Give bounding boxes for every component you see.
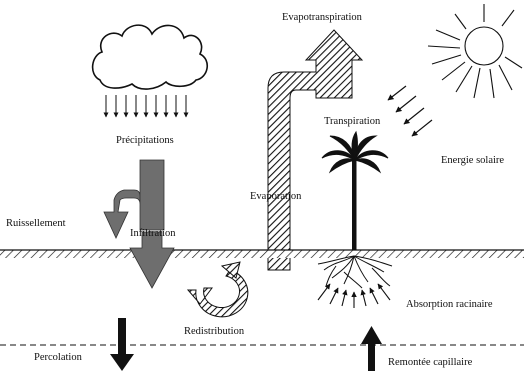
absorption-arrows <box>318 284 390 308</box>
label-energie-solaire: Energie solaire <box>441 155 504 167</box>
solar-arrows <box>388 86 432 136</box>
label-remontee-capillaire: Remontée capillaire <box>388 357 472 369</box>
capillary-rise-arrow <box>361 326 382 371</box>
label-infiltration: Infiltration <box>130 228 176 240</box>
label-transpiration: Transpiration <box>324 116 380 128</box>
label-evapotranspiration: Evapotranspiration <box>282 12 362 24</box>
cloud-icon <box>93 25 208 89</box>
palm-tree-icon <box>322 132 388 252</box>
sun-icon <box>428 4 522 98</box>
label-redistribution: Redistribution <box>184 326 244 338</box>
label-evaporation: Evaporation <box>250 191 301 203</box>
redistribution-arrow <box>188 262 248 317</box>
rain-arrows <box>106 95 186 117</box>
label-ruissellement: Ruissellement <box>6 218 66 230</box>
label-percolation: Percolation <box>34 352 82 364</box>
roots <box>318 256 392 288</box>
label-absorption-racinaire: Absorption racinaire <box>406 299 493 311</box>
ground-surface <box>0 250 524 258</box>
runoff-infiltration-arrow <box>104 160 174 288</box>
label-precipitations: Précipitations <box>116 135 174 147</box>
